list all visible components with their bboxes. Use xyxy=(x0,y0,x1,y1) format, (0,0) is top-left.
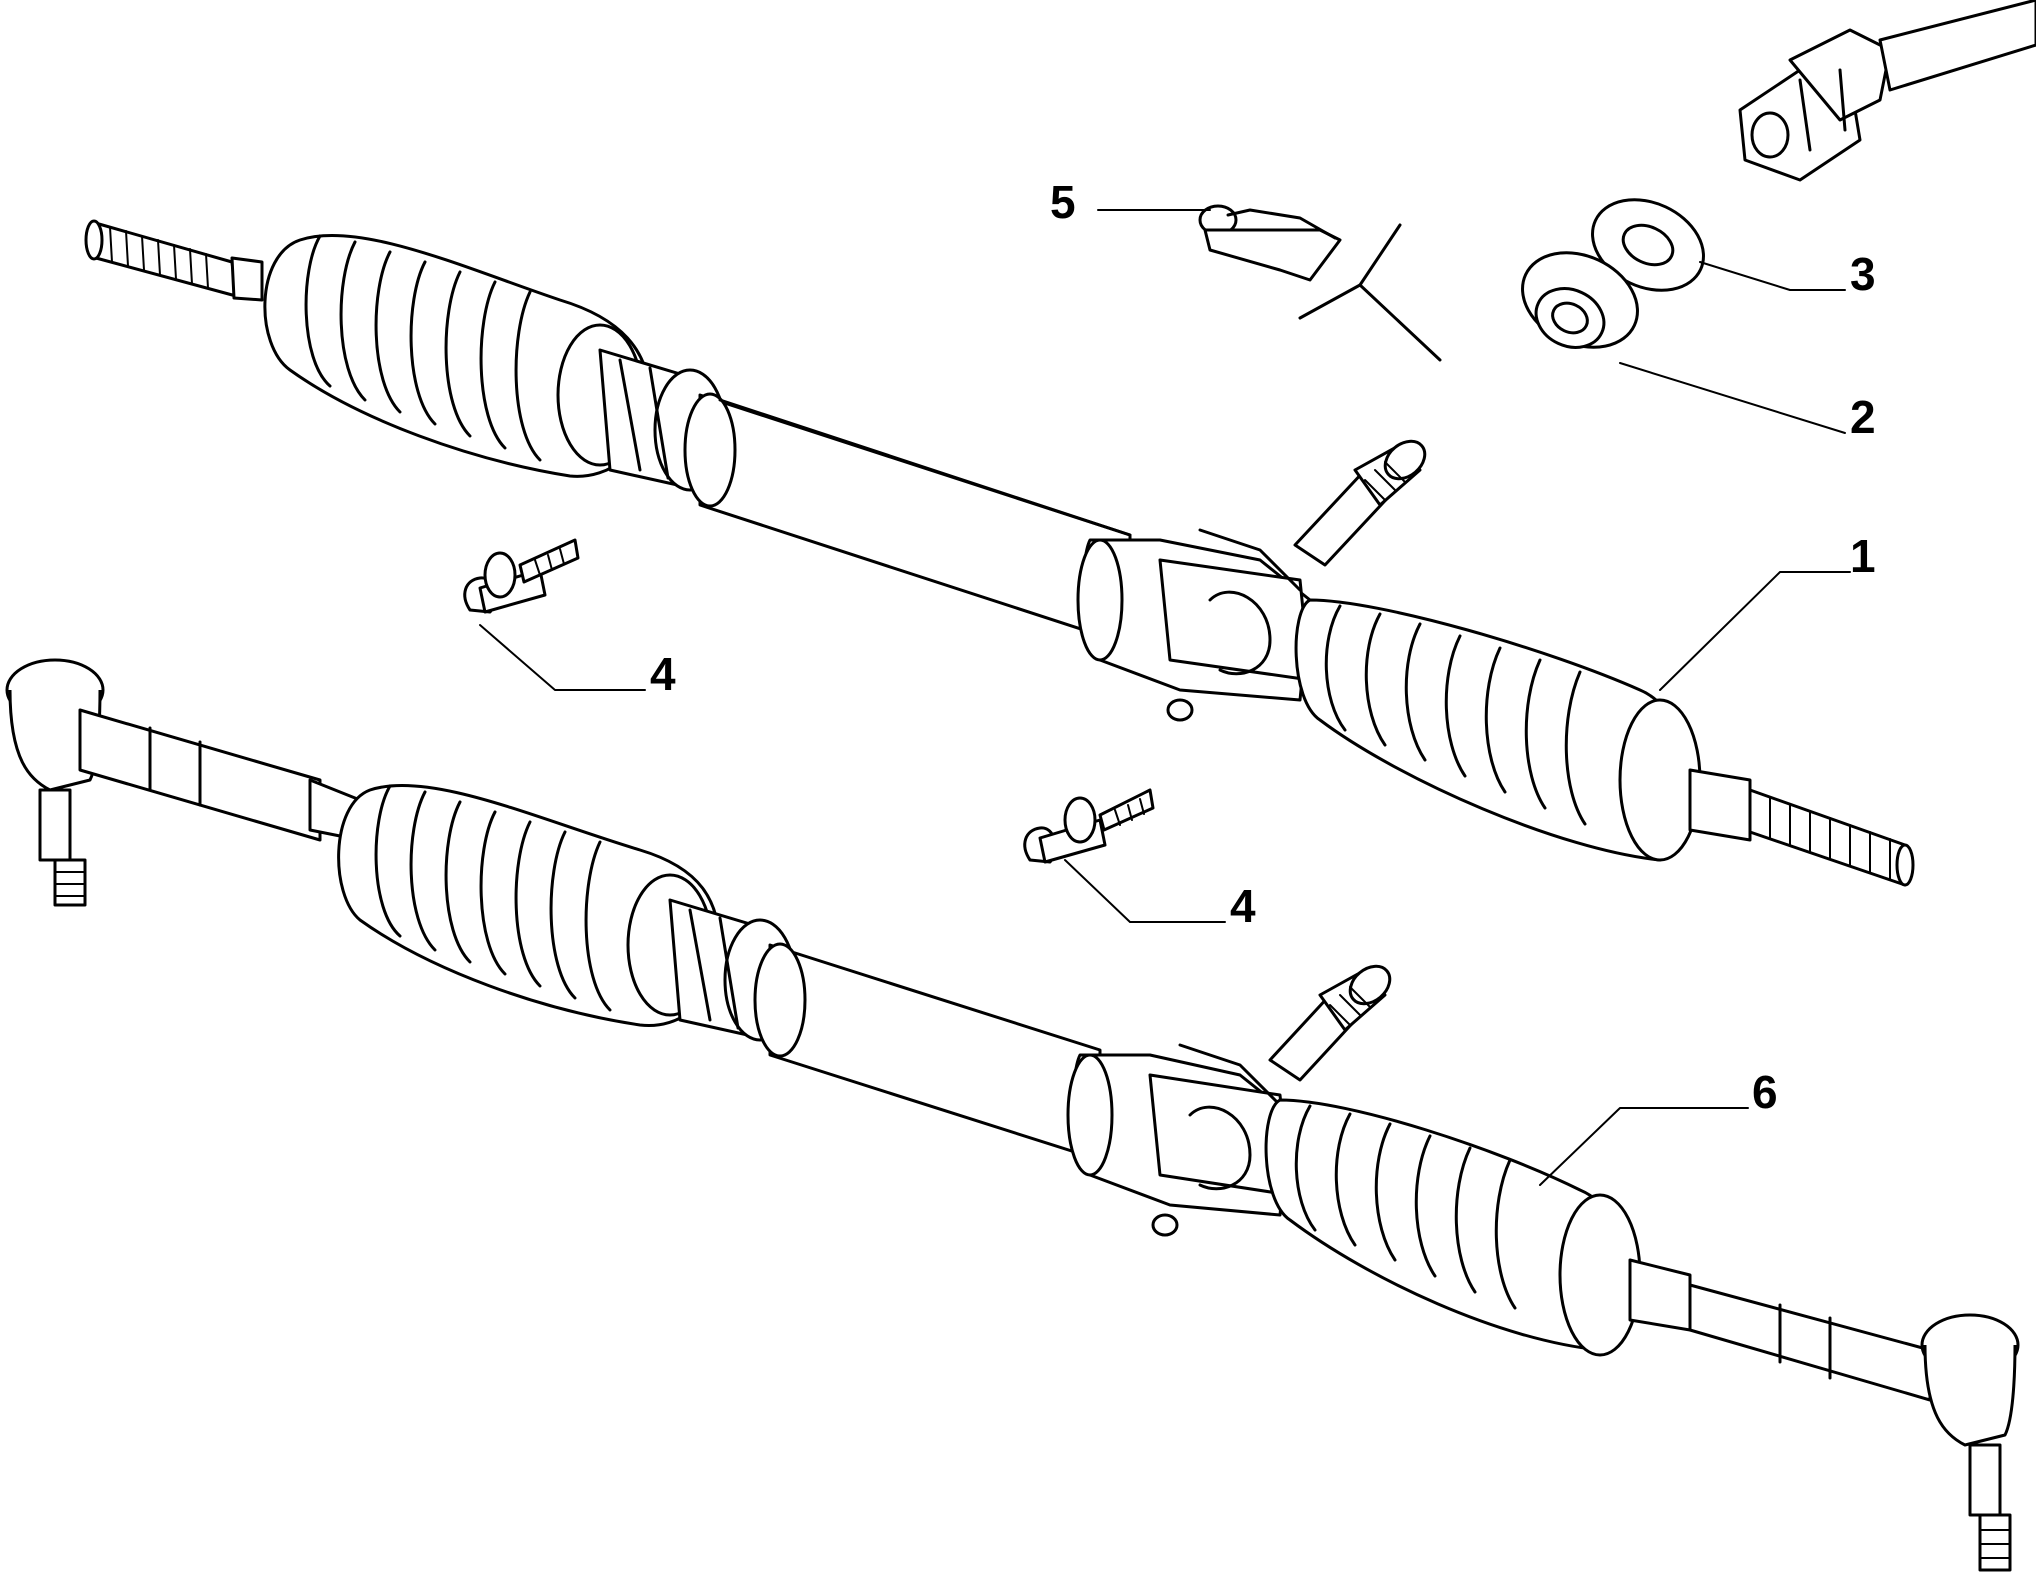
mounting-bolt-upper xyxy=(463,538,580,614)
rack-main-tube-lower xyxy=(753,942,1102,1162)
pinion-shaft-lower xyxy=(1268,964,1392,1082)
rack-threaded-end-left xyxy=(84,219,264,302)
rack-bellows-left-lower xyxy=(337,783,722,1028)
pinion-seal xyxy=(1521,251,1639,349)
universal-joint xyxy=(1738,0,2036,182)
callout-leaders xyxy=(479,209,1851,1186)
view-direction-marker xyxy=(1298,223,1442,362)
callout-1: 1 xyxy=(1850,530,1876,582)
rack-bellows-right xyxy=(1294,598,1702,862)
callout-4-upper: 4 xyxy=(650,648,676,700)
tie-rod-right xyxy=(1628,1258,1932,1402)
callout-2: 2 xyxy=(1850,391,1876,443)
tie-rod-end-left xyxy=(5,658,105,907)
rack-pinion-housing-lower xyxy=(1066,1043,1292,1237)
callout-3: 3 xyxy=(1850,248,1876,300)
callout-5: 5 xyxy=(1050,176,1076,228)
steering-rack-assembly-lower xyxy=(5,658,2020,1572)
rack-pinion-housing-upper xyxy=(1076,528,1312,722)
callout-labels: 1 2 3 4 4 5 6 xyxy=(650,176,1876,1118)
mounting-bolt-lower xyxy=(1023,788,1155,864)
callout-6: 6 xyxy=(1752,1066,1778,1118)
callout-4-lower: 4 xyxy=(1230,880,1256,932)
rack-bellows-right-lower xyxy=(1264,1098,1642,1357)
bushing-ring xyxy=(1591,198,1705,292)
retaining-clip xyxy=(1198,204,1342,282)
steering-rack-assembly-upper xyxy=(84,219,1915,887)
rack-bellows-left xyxy=(263,233,652,478)
rack-main-tube-upper xyxy=(683,392,1132,647)
tie-rod-end-right xyxy=(1920,1313,2020,1572)
tie-rod-left xyxy=(78,708,362,842)
rack-threaded-end-right xyxy=(1688,768,1915,887)
pinion-shaft-upper xyxy=(1293,439,1427,567)
